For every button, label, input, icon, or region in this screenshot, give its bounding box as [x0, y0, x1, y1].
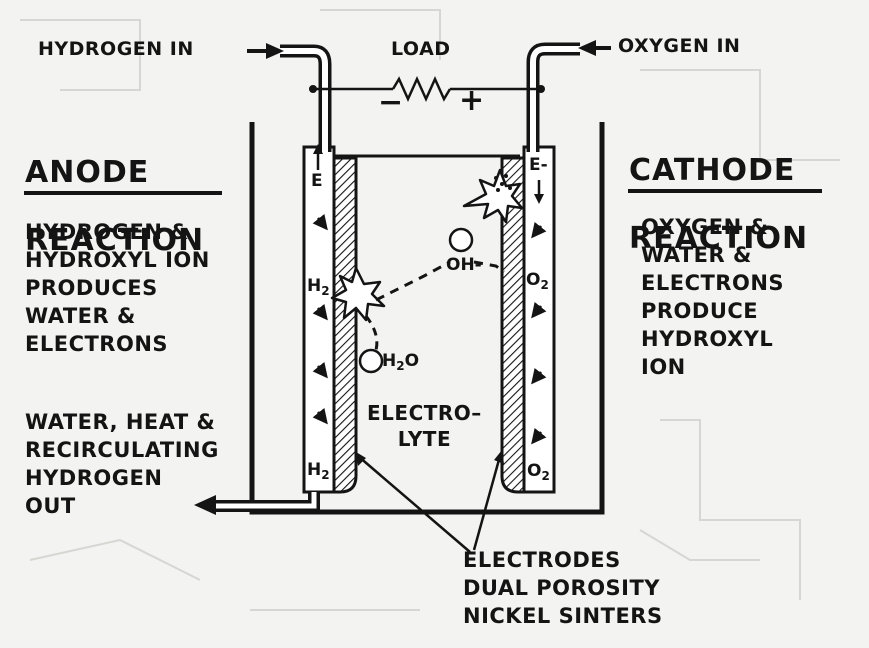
water-subscript: 2: [396, 359, 405, 373]
anode-title-underline: [24, 191, 222, 195]
oxygen-subscript: 2: [541, 469, 550, 483]
load-circuit: [313, 75, 541, 103]
outlet-arrowhead: [194, 495, 216, 515]
anode-reaction-description: HYDROGEN & HYDROXYL ION PRODUCES WATER &…: [25, 220, 210, 356]
oxygen-symbol: O: [527, 461, 542, 481]
cathode-reaction-burst: [462, 168, 524, 224]
anode-reaction-burst: [330, 266, 386, 322]
hydroxyl-ion-label: OH-: [446, 255, 482, 275]
anode-electron-label: e: [311, 171, 323, 191]
hydrogen-symbol: H: [307, 276, 322, 296]
cell-tank: [249, 122, 605, 515]
hydrogen-subscript: 2: [321, 284, 330, 298]
oxygen-symbol: O: [526, 270, 541, 290]
hydrogen-in-arrow: [247, 43, 284, 59]
anode-title-line-1: ANODE: [25, 155, 150, 190]
oxygen-label-upper: O2: [526, 270, 549, 295]
hydrogen-label-lower: H2: [307, 460, 330, 485]
cathode-title-line-2: REACTION: [629, 221, 809, 256]
load-label: LOAD: [391, 38, 451, 60]
anode-leader-arrowhead: [356, 452, 366, 466]
cathode-terminal: [537, 85, 545, 93]
cathode-title-underline: [628, 189, 822, 193]
load-resistor: [391, 75, 452, 103]
outlet-label: WATER, HEAT & RECIRCULATING HYDROGEN OUT: [25, 410, 219, 518]
negative-terminal-sign: −: [378, 85, 404, 120]
background-traces: [20, 9, 840, 611]
hydrogen-label-upper: H2: [307, 276, 330, 301]
hydrogen-gas-column: [302, 145, 336, 494]
diffusion-arrows-cathode: [531, 221, 547, 445]
diffusion-arrows-anode: [312, 213, 328, 425]
cathode-title-line-1: CATHODE: [629, 153, 796, 188]
oxygen-subscript: 2: [540, 278, 549, 292]
electrodes-label: ELECTRODES DUAL POROSITY NICKEL SINTERS: [463, 548, 663, 628]
electron-flow-cathode: [534, 180, 544, 204]
cathode-electrode: [500, 156, 526, 494]
cathode-burst-dots: [494, 174, 512, 192]
oxygen-label-lower: O2: [527, 461, 550, 486]
cathode-reaction-title: CATHODE REACTION: [629, 120, 808, 290]
anode-terminal: [309, 85, 317, 93]
hydrogen-in-label: HYDROGEN IN: [38, 38, 194, 60]
hydroxyl-ion-path: [375, 260, 505, 302]
water-oxygen-symbol: O: [404, 351, 420, 371]
anode-title-line-2: REACTION: [25, 223, 205, 258]
water-symbol: H: [382, 351, 397, 371]
oxygen-inlet-pipe: [526, 42, 580, 152]
hydrogen-subscript: 2: [321, 468, 330, 482]
cathode-leader-arrowhead: [494, 450, 504, 464]
cathode-electron-label: e-: [529, 155, 548, 175]
water-molecule: [358, 348, 384, 374]
oxygen-in-label: OXYGEN IN: [618, 35, 741, 57]
water-path: [364, 315, 379, 351]
hydrogen-symbol: H: [307, 460, 322, 480]
electrodes-leader-lines: [357, 455, 502, 553]
anode-reaction-title: ANODE REACTION: [25, 122, 204, 292]
oxygen-in-arrow: [578, 40, 611, 56]
electrolyte-label: ELECTRO– LYTE: [367, 401, 482, 451]
positive-terminal-sign: +: [459, 83, 485, 118]
hydrogen-inlet-pipe: [280, 44, 332, 152]
anode-electrode: [332, 156, 358, 494]
water-label: H2O: [382, 351, 419, 376]
electron-flow-anode: [313, 144, 323, 170]
hydroxyl-ion-molecule: [448, 227, 474, 253]
cathode-reaction-description: OXYGEN & WATER & ELECTRONS PRODUCE HYDRO…: [641, 215, 785, 379]
